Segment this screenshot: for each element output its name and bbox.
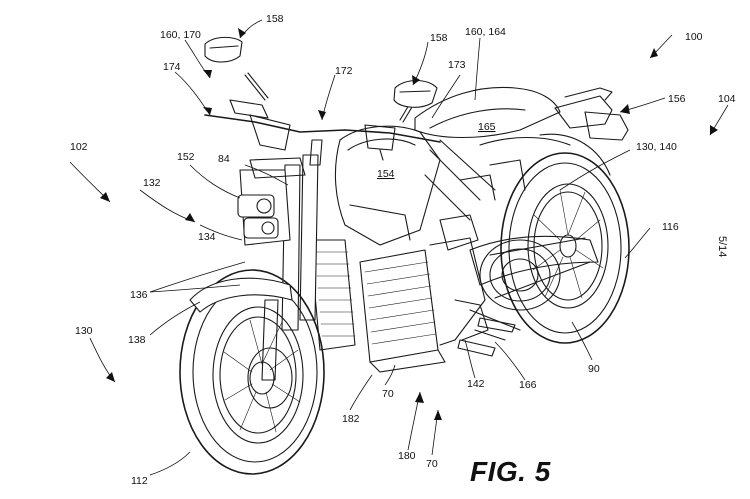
- handlebars: [204, 36, 441, 166]
- headlight-assembly: [237, 157, 306, 246]
- ref-label-112: 112: [131, 475, 148, 487]
- ref-label-180: 180: [398, 450, 416, 462]
- ref-label-174: 174: [163, 61, 181, 73]
- sheet-number: 5/14: [716, 236, 728, 258]
- tail-section: [414, 86, 629, 191]
- swingarm: [469, 235, 599, 311]
- ref-label-173: 173: [448, 59, 466, 71]
- ref-label-158-mirror-right: 158: [430, 32, 448, 44]
- arrowheads: [100, 28, 718, 420]
- ref-label-154: 154: [377, 168, 395, 180]
- ref-label-116: 116: [662, 221, 679, 233]
- ref-label-130-140: 130, 140: [636, 141, 677, 153]
- ref-label-104: 104: [718, 93, 736, 105]
- ref-label-70-lower: 70: [426, 458, 438, 470]
- ref-label-100: 100: [685, 31, 703, 43]
- ref-label-158-mirror-left: 158: [266, 13, 284, 25]
- ref-label-132: 132: [143, 177, 161, 189]
- ref-label-172: 172: [335, 65, 353, 77]
- ref-label-142: 142: [467, 378, 485, 390]
- ref-label-136: 136: [130, 289, 148, 301]
- reference-labels: 158 158 160, 170 160, 164 100 174 172 17…: [70, 13, 736, 487]
- ref-label-156: 156: [668, 93, 686, 105]
- ref-label-134: 134: [198, 231, 216, 243]
- engine-block: [309, 237, 521, 373]
- frame-and-tank: [334, 125, 496, 251]
- ref-label-182: 182: [342, 413, 360, 425]
- ref-label-138: 138: [128, 334, 146, 346]
- ref-label-102: 102: [70, 141, 88, 153]
- front-fender: [189, 277, 293, 313]
- ref-label-165: 165: [478, 121, 496, 133]
- footpegs: [457, 317, 516, 357]
- ref-label-84: 84: [218, 153, 230, 165]
- ref-label-70-upper: 70: [382, 388, 394, 400]
- ref-label-152: 152: [177, 151, 195, 163]
- ref-label-166: 166: [519, 379, 537, 391]
- ref-label-130: 130: [75, 325, 93, 337]
- ref-label-90: 90: [588, 363, 600, 375]
- rear-wheel: [500, 152, 630, 344]
- ref-label-160-164: 160, 164: [465, 26, 506, 38]
- figure-title: FIG. 5: [470, 456, 551, 487]
- ref-label-160-170: 160, 170: [160, 29, 201, 41]
